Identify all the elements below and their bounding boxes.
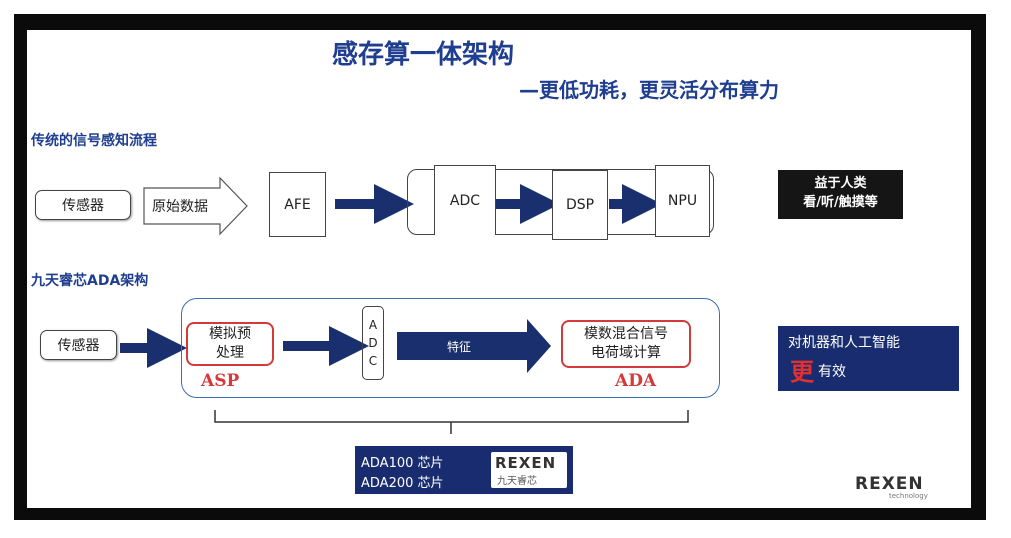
raw-data-label: 原始数据: [152, 199, 208, 215]
ada-adc-box: A D C: [362, 306, 384, 380]
ada-heading: 九天睿芯ADA架构: [31, 273, 149, 289]
feature-arrow: [397, 319, 551, 373]
ada-box: 模数混合信号 电荷域计算: [561, 320, 691, 368]
chip-logo-cn: 九天睿芯: [497, 476, 537, 487]
traditional-sensor-box: 传感器: [35, 190, 131, 220]
chip-logo: REXEN 九天睿芯: [491, 452, 567, 488]
diagram-connectors: [120, 176, 689, 434]
adc-box: ADC: [434, 165, 496, 235]
chip-box: ADA100 芯片 ADA200 芯片 REXEN 九天睿芯: [355, 446, 573, 494]
footer-logo: REXEN: [855, 474, 924, 494]
npu-box: NPU: [655, 165, 710, 237]
slide: 感存算一体架构 —更低功耗，更灵活分布算力 传统的信号感知流程 传感器 原始数据…: [27, 30, 971, 508]
chip-line1: ADA100 芯片: [361, 456, 444, 471]
footer-logo-sub: technology: [889, 492, 928, 500]
human-benefit-box: 益于人类 看/听/触摸等: [778, 170, 903, 219]
bracket: [214, 410, 689, 434]
human-benefit-line1: 益于人类: [814, 176, 867, 191]
afe-box: AFE: [269, 172, 326, 237]
adc-letter-c: C: [368, 354, 378, 368]
asp-box-line1: 模拟预: [209, 326, 251, 342]
asp-box: 模拟预 处理: [186, 322, 274, 366]
machine-benefit-line2: 有效: [818, 364, 846, 380]
ada-sensor-box: 传感器: [40, 330, 117, 360]
chip-logo-text: REXEN: [495, 454, 557, 472]
feature-label: 特征: [447, 340, 472, 354]
human-benefit-line2: 看/听/触摸等: [803, 195, 878, 210]
chip-line2: ADA200 芯片: [361, 476, 444, 491]
ada-label: ADA: [615, 371, 657, 391]
machine-benefit-line1: 对机器和人工智能: [788, 335, 900, 351]
ada-box-line2: 电荷域计算: [591, 345, 661, 361]
adc-letter-d: D: [368, 336, 378, 350]
dsp-box: DSP: [552, 170, 608, 240]
traditional-heading: 传统的信号感知流程: [31, 133, 157, 149]
page-subtitle: —更低功耗，更灵活分布算力: [519, 78, 779, 102]
ada-group: [181, 298, 720, 398]
adc-letter-a: A: [368, 318, 378, 332]
machine-benefit-box: 对机器和人工智能 更 有效: [778, 326, 959, 391]
ada-box-line1: 模数混合信号: [584, 326, 668, 342]
raw-data-arrow: [143, 176, 248, 236]
asp-label: ASP: [201, 371, 240, 391]
page-title: 感存算一体架构: [332, 40, 515, 70]
asp-box-line2: 处理: [216, 345, 244, 361]
machine-benefit-emphasis: 更: [790, 358, 814, 386]
